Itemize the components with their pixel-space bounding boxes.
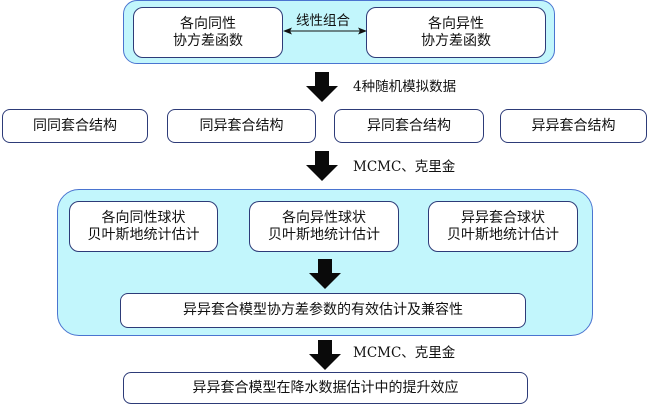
node-line: 贝叶斯地统计估计: [447, 226, 559, 243]
structure-label: 同异套合结构: [199, 117, 284, 134]
structure-node-diff-diff: 异异套合结构: [500, 109, 647, 143]
down-arrow-icon: [309, 340, 341, 370]
node-line: 协方差函数: [421, 32, 491, 49]
node-line: 异异套合球状: [461, 209, 545, 226]
node-line: 各向同性球状: [101, 209, 186, 226]
linear-combination-label: 线性组合: [296, 13, 350, 29]
isotropic-covariance-node: 各向同性 协方差函数: [133, 7, 283, 58]
estimator-node-isotropic: 各向同性球状 贝叶斯地统计估计: [69, 201, 218, 252]
node-line: 各向同性: [180, 15, 236, 32]
down-arrow-icon: [306, 72, 338, 102]
double-arrow-icon: [283, 27, 367, 35]
node-line: 贝叶斯地统计估计: [87, 226, 200, 243]
down-arrow-icon: [306, 151, 338, 181]
precipitation-improvement-node: 异异套合模型在降水数据估计中的提升效应: [123, 372, 528, 404]
structure-label: 异同套合结构: [367, 117, 451, 134]
final-label: 异异套合模型在降水数据估计中的提升效应: [192, 379, 459, 396]
node-line: 协方差函数: [173, 32, 243, 49]
mcmc-kriging-label-final: MCMC、克里金: [353, 345, 456, 361]
structure-node-diff-same: 异同套合结构: [334, 109, 484, 143]
node-line: 贝叶斯地统计估计: [268, 226, 380, 243]
simulation-data-label: 4种随机模拟数据: [353, 79, 457, 95]
anisotropic-covariance-node: 各向异性 协方差函数: [366, 7, 546, 58]
structure-node-same-diff: 同异套合结构: [167, 109, 316, 143]
down-arrow-icon: [309, 259, 341, 289]
structure-label: 同同套合结构: [33, 117, 117, 134]
structure-label: 异异套合结构: [531, 117, 616, 134]
estimator-node-nested: 异异套合球状 贝叶斯地统计估计: [428, 201, 578, 252]
result-label: 异异套合模型协方差参数的有效估计及兼容性: [183, 302, 463, 318]
mcmc-kriging-label: MCMC、克里金: [353, 159, 456, 175]
estimator-node-anisotropic: 各向异性球状 贝叶斯地统计估计: [249, 201, 399, 252]
node-line: 各向异性: [428, 15, 484, 32]
node-line: 各向异性球状: [282, 209, 366, 226]
parameter-estimation-result-node: 异异套合模型协方差参数的有效估计及兼容性: [120, 293, 526, 328]
structure-node-same-same: 同同套合结构: [2, 109, 148, 143]
